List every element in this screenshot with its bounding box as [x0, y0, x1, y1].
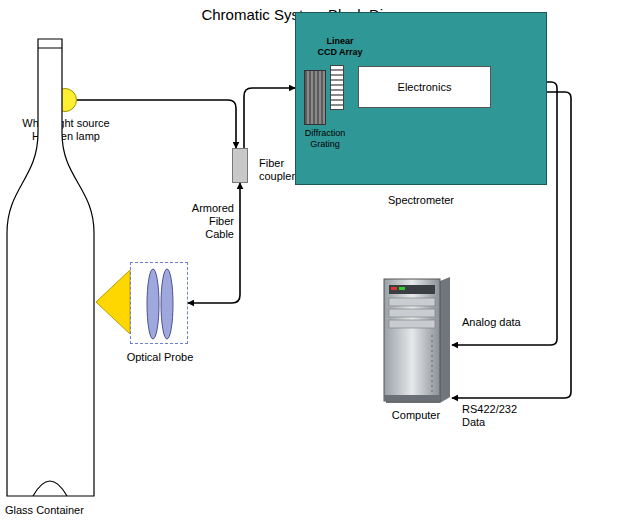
diffraction-grating: Diffraction Grating [304, 70, 326, 125]
node-label: White light source Halogen lamp [4, 117, 128, 143]
lens-pair [131, 263, 189, 345]
node-label: Linear CCD Array [317, 36, 363, 58]
spectrometer-box: SpectrometerDiffraction GratingLinear CC… [295, 12, 547, 185]
optical-probe: Optical Probe [130, 262, 188, 344]
edge-label: Analog data [462, 316, 522, 329]
edge-label: RS422/232 Data [462, 403, 532, 429]
glass-container: Glass Container [5, 38, 97, 500]
computer-icon [380, 275, 452, 405]
fiber-connector [188, 183, 240, 303]
node-label: Spectrometer [366, 194, 476, 207]
node-label: Computer [366, 409, 466, 422]
bottle-outline [5, 38, 97, 500]
edge-label: Armored Fiber Cable [182, 202, 234, 241]
fiber-connector [244, 88, 295, 148]
fiber-coupler: Fiber coupler [232, 148, 248, 183]
ccd-array: Linear CCD Array [330, 65, 344, 110]
node-label: Glass Container [5, 504, 115, 517]
node-label: Optical Probe [125, 351, 195, 364]
computer-icon: Computer [380, 275, 452, 405]
electronics-box: Electronics [358, 66, 491, 108]
light-cone [96, 270, 130, 334]
node-label: Electronics [394, 81, 456, 94]
node-label: Diffraction Grating [299, 128, 351, 150]
